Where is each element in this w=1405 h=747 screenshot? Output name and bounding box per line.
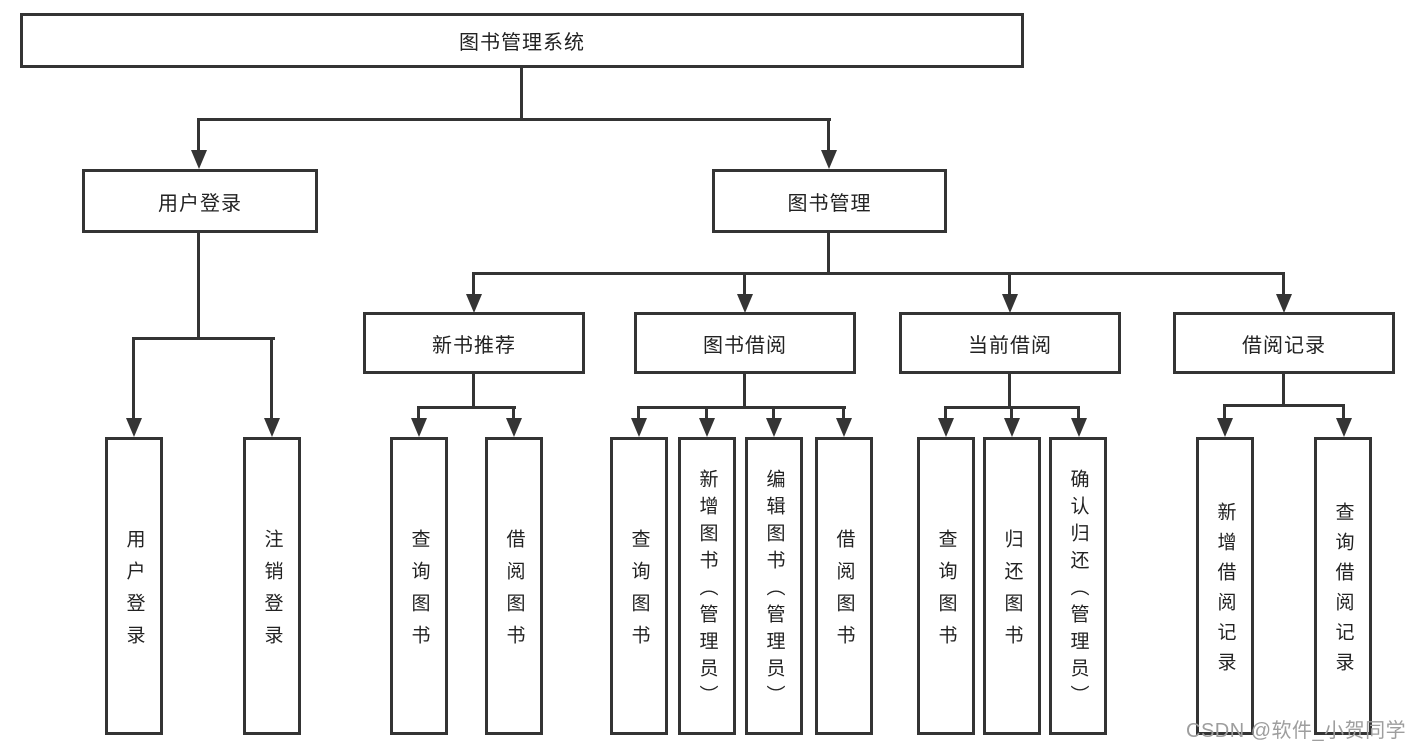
leaf-records-query-record: 查询借阅记录 [1314, 437, 1372, 735]
connector-line [132, 337, 135, 419]
arrow-down-icon [737, 294, 753, 313]
arrow-down-icon [1217, 418, 1233, 437]
leaf-borrow-edit-books-admin-label: 编辑图书（管理员） [763, 468, 785, 712]
arrow-down-icon [1004, 418, 1020, 437]
arrow-down-icon [938, 418, 954, 437]
leaf-records-query-record-label: 查询借阅记录 [1332, 501, 1354, 682]
node-current-borrow-label: 当前借阅 [968, 334, 1052, 357]
connector-line [197, 233, 200, 337]
arrow-down-icon [264, 418, 280, 437]
arrow-down-icon [411, 418, 427, 437]
node-user-login: 用户登录 [82, 169, 318, 233]
node-book-management-label: 图书管理 [787, 192, 872, 215]
arrow-down-icon [766, 418, 782, 437]
arrow-down-icon [699, 418, 715, 437]
leaf-logout-label: 注销登录 [261, 528, 283, 657]
connector-line [512, 406, 515, 420]
arrow-down-icon [126, 418, 142, 437]
leaf-newbook-borrow-books: 借阅图书 [485, 437, 543, 735]
node-new-book-recommend: 新书推荐 [363, 312, 585, 374]
connector-line [1010, 406, 1013, 420]
leaf-borrow-query-books-label: 查询图书 [628, 528, 650, 657]
connector-line [1282, 272, 1285, 296]
connector-line [705, 406, 708, 420]
connector-line [1008, 272, 1011, 296]
connector-line [472, 374, 475, 409]
connector-line [197, 118, 200, 152]
arrow-down-icon [1002, 294, 1018, 313]
arrow-down-icon [1071, 418, 1087, 437]
leaf-current-query-books: 查询图书 [917, 437, 975, 735]
arrow-down-icon [466, 294, 482, 313]
leaf-records-add-record-label: 新增借阅记录 [1214, 501, 1236, 682]
node-root-label: 图书管理系统 [459, 32, 585, 54]
leaf-borrow-borrow-books-label: 借阅图书 [833, 528, 855, 657]
leaf-newbook-borrow-books-label: 借阅图书 [503, 528, 525, 657]
node-current-borrow: 当前借阅 [899, 312, 1121, 374]
arrow-down-icon [836, 418, 852, 437]
connector-line [637, 406, 640, 420]
node-user-login-label: 用户登录 [158, 192, 242, 215]
node-book-management: 图书管理 [712, 169, 947, 233]
connector-line [1223, 404, 1226, 420]
connector-line [637, 406, 846, 409]
leaf-current-query-books-label: 查询图书 [935, 528, 957, 657]
leaf-newbook-query-books: 查询图书 [390, 437, 448, 735]
connector-line [944, 406, 947, 420]
connector-line [743, 272, 746, 296]
connector-line [827, 233, 830, 272]
connector-line [417, 406, 516, 409]
connector-line [772, 406, 775, 420]
connector-line [132, 337, 275, 340]
arrow-down-icon [1336, 418, 1352, 437]
leaf-newbook-query-books-label: 查询图书 [408, 528, 430, 657]
connector-line [1008, 374, 1011, 409]
connector-line [270, 337, 273, 419]
arrow-down-icon [821, 150, 837, 169]
leaf-current-confirm-return-admin-label: 确认归还（管理员） [1067, 468, 1089, 712]
connector-line [1342, 404, 1345, 420]
leaf-borrow-query-books: 查询图书 [610, 437, 668, 735]
leaf-records-add-record: 新增借阅记录 [1196, 437, 1254, 735]
connector-line [1077, 406, 1080, 420]
node-book-borrow: 图书借阅 [634, 312, 856, 374]
leaf-user-login-label: 用户登录 [123, 528, 145, 657]
arrow-down-icon [631, 418, 647, 437]
watermark: CSDN @软件_小贺同学 [1186, 720, 1405, 742]
leaf-current-return-books: 归还图书 [983, 437, 1041, 735]
leaf-borrow-edit-books-admin: 编辑图书（管理员） [745, 437, 803, 735]
arrow-down-icon [1276, 294, 1292, 313]
node-borrow-records: 借阅记录 [1173, 312, 1395, 374]
connector-line [472, 272, 475, 296]
node-new-book-recommend-label: 新书推荐 [432, 334, 516, 357]
leaf-logout: 注销登录 [243, 437, 301, 735]
connector-line [842, 406, 845, 420]
node-book-borrow-label: 图书借阅 [703, 334, 787, 357]
node-root: 图书管理系统 [20, 13, 1024, 68]
arrow-down-icon [191, 150, 207, 169]
leaf-borrow-add-books-admin: 新增图书（管理员） [678, 437, 736, 735]
leaf-borrow-borrow-books: 借阅图书 [815, 437, 873, 735]
connector-line [1282, 374, 1285, 407]
arrow-down-icon [506, 418, 522, 437]
connector-line [417, 406, 420, 420]
node-borrow-records-label: 借阅记录 [1242, 334, 1326, 357]
leaf-current-confirm-return-admin: 确认归还（管理员） [1049, 437, 1107, 735]
connector-line [520, 68, 523, 118]
connector-line [827, 118, 830, 152]
connector-line [472, 272, 1285, 275]
leaf-user-login: 用户登录 [105, 437, 163, 735]
connector-line [197, 118, 831, 121]
connector-line [1223, 404, 1345, 407]
leaf-borrow-add-books-admin-label: 新增图书（管理员） [696, 468, 718, 712]
connector-line [743, 374, 746, 409]
leaf-current-return-books-label: 归还图书 [1001, 528, 1023, 657]
